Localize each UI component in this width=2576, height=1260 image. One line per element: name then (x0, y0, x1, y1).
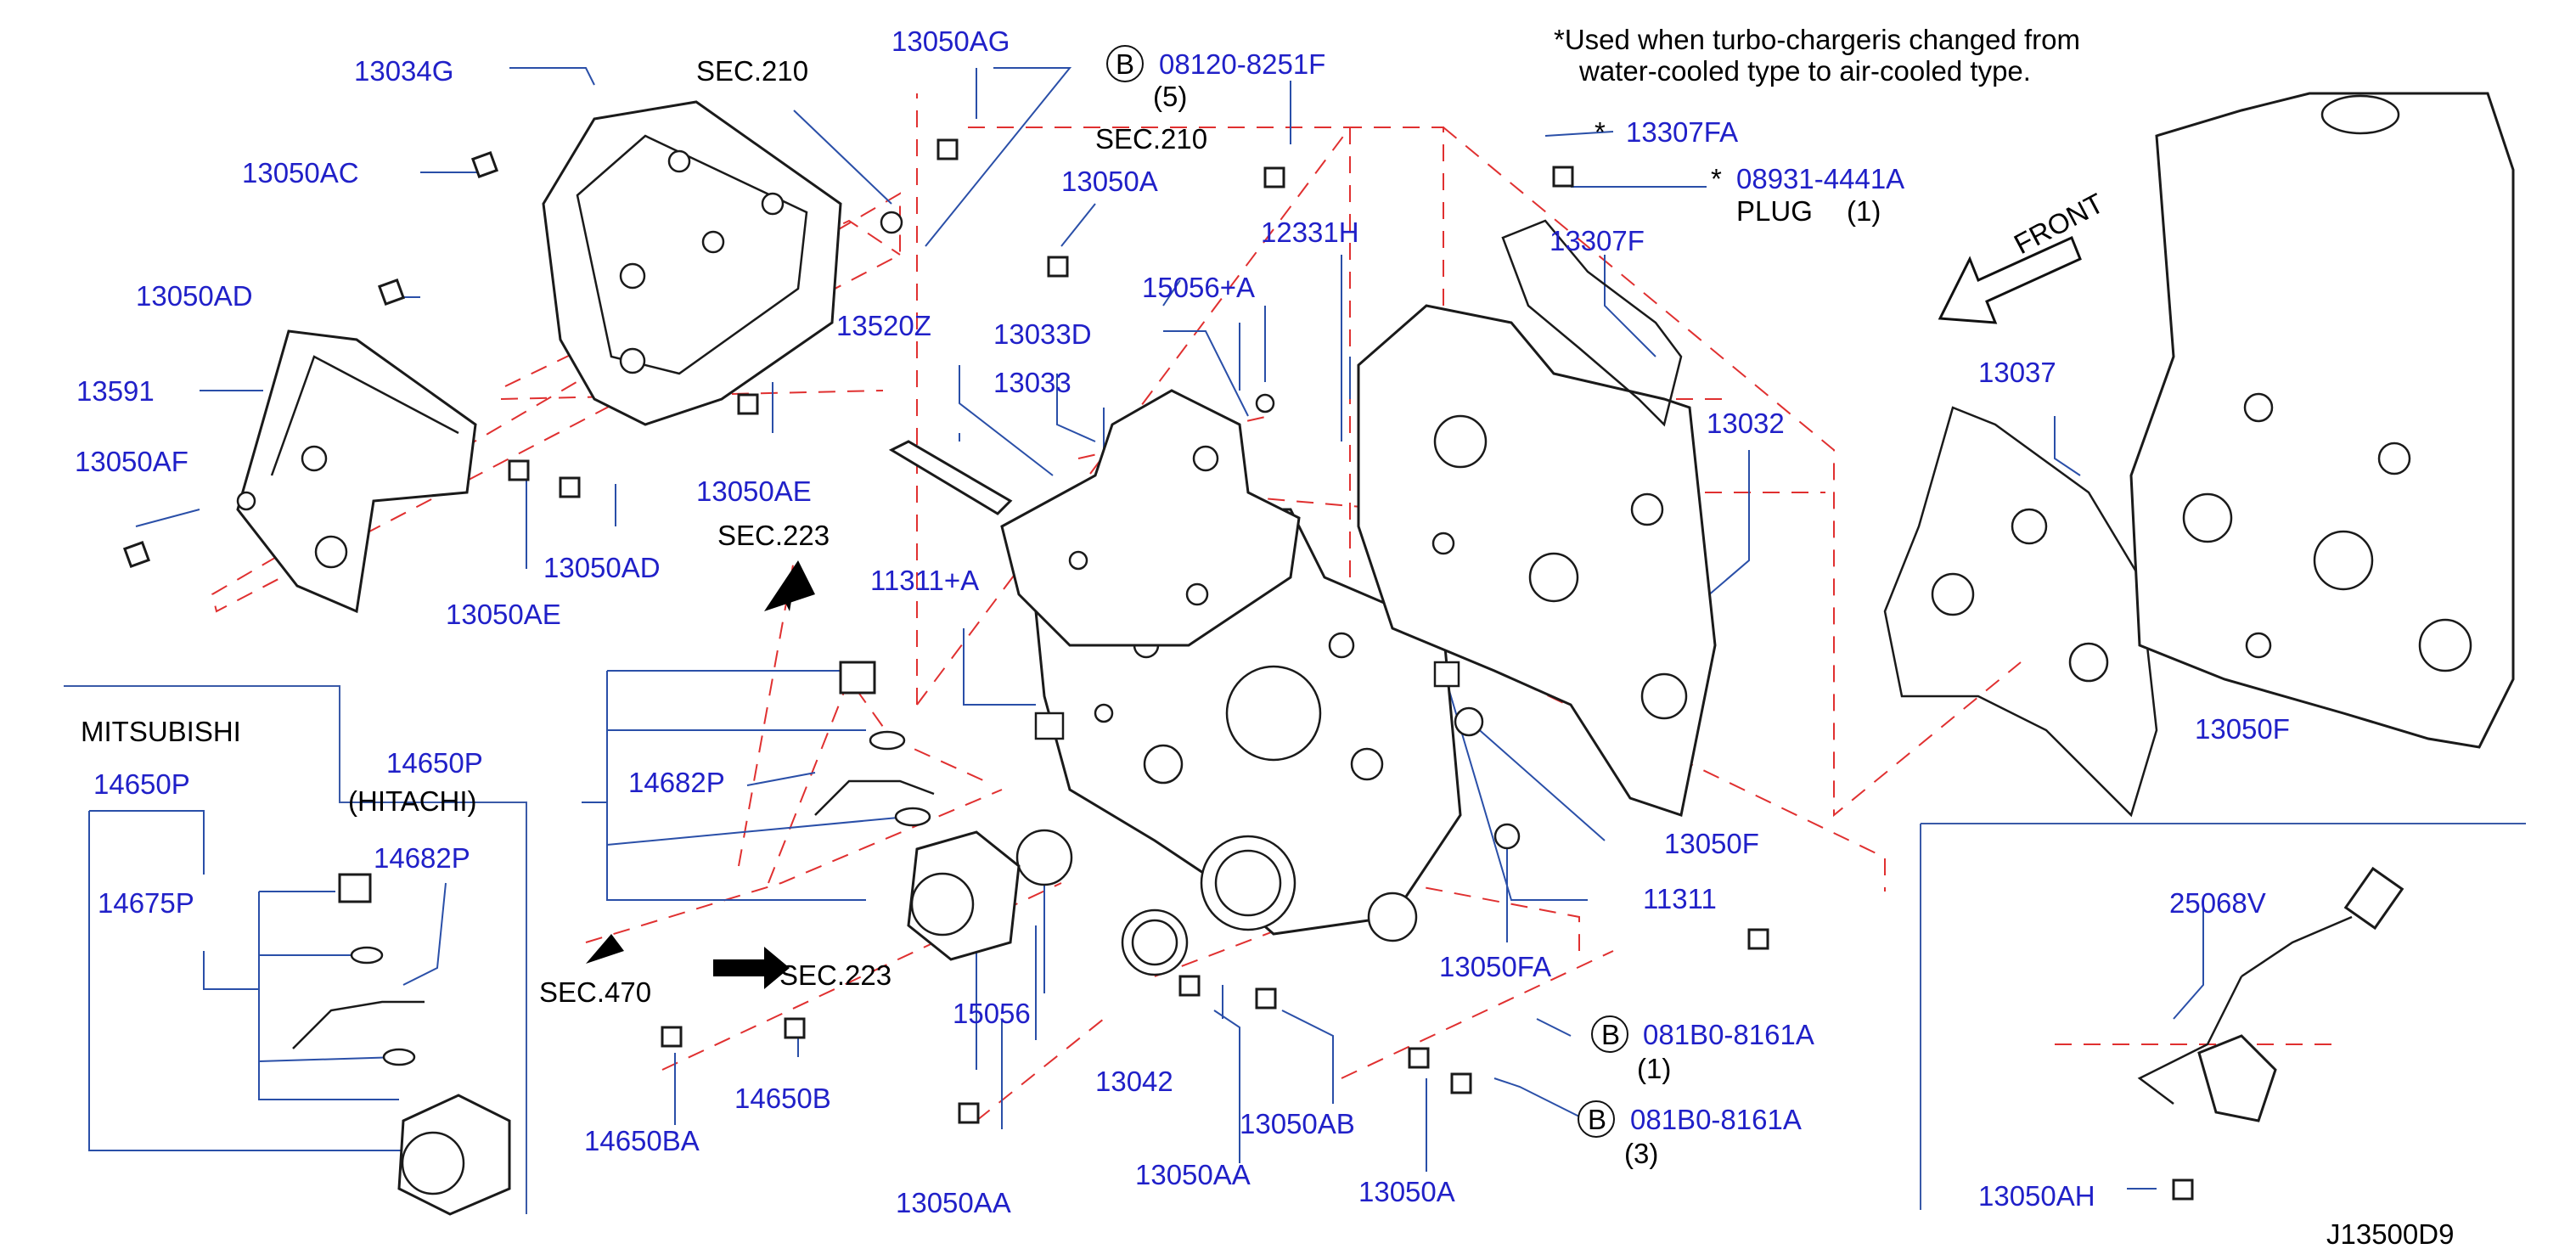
label-13050AG: 13050AG (891, 25, 1010, 57)
label-13050AH: 13050AH (1978, 1180, 2095, 1212)
label-13050AC: 13050AC (242, 157, 359, 188)
part-labels: 13034G 13050AC 13050AD 13591 13050AF 130… (75, 25, 2290, 1218)
label-13050F-a: 13050F (2195, 713, 2290, 745)
label-081B0-8161A-a: 081B0-8161A (1643, 1019, 1814, 1050)
label-13037: 13037 (1978, 357, 2056, 388)
label-13050A-b: 13050A (1358, 1176, 1455, 1207)
label-14650P-b: 14650P (93, 768, 190, 800)
qty-08120-8251F: (5) (1153, 81, 1187, 112)
oil-pipes (292, 440, 1013, 1049)
label-plug: PLUG (1736, 195, 1813, 227)
sensor-25068V (2137, 866, 2404, 1122)
section-labels: SEC.210 SEC.210 SEC.223 SEC.223 SEC.470 (539, 55, 1207, 1008)
label-13050AA-a: 13050AA (1135, 1159, 1251, 1190)
timing-cover-lower-left (236, 329, 477, 614)
label-13032: 13032 (1707, 408, 1785, 439)
timing-cover-upper (542, 100, 842, 426)
b-marker (1578, 1100, 1615, 1138)
b-marker-text: B (1588, 1104, 1606, 1135)
label-08120-8251F: 08120-8251F (1159, 48, 1325, 80)
note-line-1: *Used when turbo-chargeris changed from (1554, 24, 2080, 55)
label-15056: 15056 (953, 998, 1031, 1029)
label-13050AB: 13050AB (1240, 1108, 1355, 1139)
label-13050AD-a: 13050AD (136, 280, 253, 312)
label-12331H: 12331H (1261, 217, 1359, 248)
sec-470: SEC.470 (539, 976, 651, 1008)
vacuum-pumps (397, 830, 1021, 1216)
label-14650P-a: 14650P (386, 747, 483, 779)
b-marker-text: B (1116, 48, 1134, 80)
sec-223-b: SEC.223 (779, 959, 891, 991)
label-081B0-8161A-b: 081B0-8161A (1630, 1104, 1802, 1135)
note-line-2: water-cooled type to air-cooled type. (1578, 55, 2031, 87)
label-13520Z: 13520Z (836, 310, 931, 341)
label-13307FA: 13307FA (1626, 116, 1738, 148)
label-13591: 13591 (76, 375, 155, 407)
label-14650BA: 14650BA (584, 1125, 700, 1156)
qty-081B0-a: (1) (1637, 1053, 1671, 1084)
label-25068V: 25068V (2169, 887, 2266, 919)
engine-block (2129, 92, 2515, 749)
leader-lines (88, 67, 2302, 1190)
b-marker (1591, 1015, 1628, 1053)
asterisk-08931: * (1711, 163, 1722, 194)
gasket-13307F (1501, 219, 1683, 427)
label-11311-A: 11311+A (870, 565, 979, 596)
label-15056-A: 15056+A (1142, 272, 1255, 303)
label-13050AE-b: 13050AE (696, 475, 812, 507)
b-marker (1106, 45, 1144, 82)
asterisk-13307FA: * (1595, 116, 1606, 148)
label-14675P: 14675P (98, 887, 194, 919)
label-13050A-a: 13050A (1061, 166, 1158, 197)
sec-210-b: SEC.210 (1095, 123, 1207, 155)
sec-210-a: SEC.210 (696, 55, 808, 87)
gasket-13037 (1883, 406, 2158, 818)
label-13042: 13042 (1095, 1066, 1173, 1097)
qty-081B0-b: (3) (1624, 1138, 1658, 1169)
label-13050FA: 13050FA (1439, 951, 1551, 982)
label-13050AA-b: 13050AA (896, 1187, 1011, 1218)
label-13050AF: 13050AF (75, 446, 188, 477)
label-14682P-a: 14682P (628, 767, 725, 798)
qty-plug: (1) (1847, 195, 1881, 227)
label-13033: 13033 (993, 367, 1071, 398)
bolts (122, 138, 2194, 1201)
box-title-labels: MITSUBISHI (HITACHI) (81, 716, 477, 817)
label-11311: 11311 (1643, 883, 1717, 914)
label-14682P-b: 14682P (374, 842, 470, 874)
section-arrows (586, 560, 815, 989)
label-13050AE-a: 13050AE (446, 599, 561, 630)
label-13033D: 13033D (993, 318, 1092, 350)
hitachi-title: (HITACHI) (348, 785, 477, 817)
label-13050AD-b: 13050AD (543, 552, 661, 583)
label-14650B: 14650B (734, 1083, 831, 1114)
mitsubishi-title: MITSUBISHI (81, 716, 241, 747)
sec-223-a: SEC.223 (717, 520, 830, 551)
box-separators (64, 685, 2526, 1214)
label-08931-4441A: 08931-4441A (1736, 163, 1904, 194)
front-cover-plate (1000, 389, 1301, 647)
front-arrow: FRONT (1938, 187, 2109, 324)
note-text: *Used when turbo-chargeris changed from … (1554, 24, 2080, 87)
label-13050F-b: 13050F (1664, 828, 1759, 859)
drawing-id: J13500D9 (2326, 1218, 2454, 1250)
seals-and-washers (350, 211, 2272, 1066)
b-markers: B B B (1106, 45, 1628, 1138)
label-13034G: 13034G (354, 55, 453, 87)
rear-plate-13032 (1357, 304, 1717, 817)
b-marker-text: B (1601, 1019, 1620, 1050)
label-13307F: 13307F (1550, 225, 1645, 256)
